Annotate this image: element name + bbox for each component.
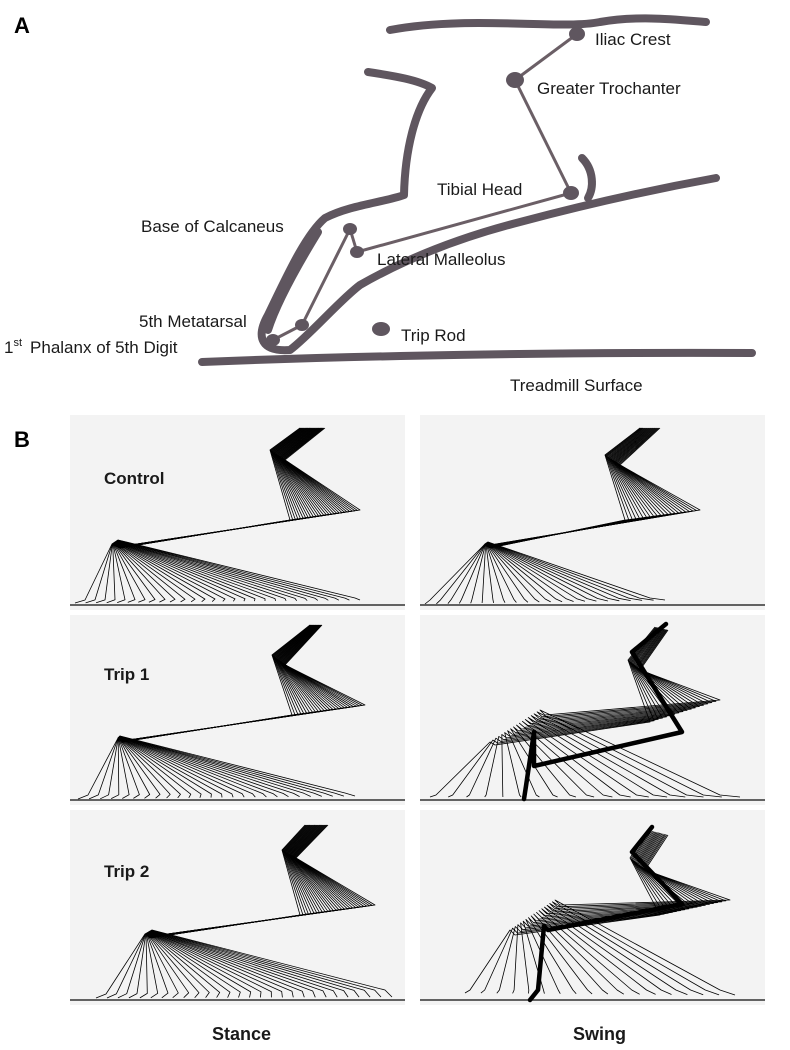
- fifth-metatarsal-label: 5th Metatarsal: [139, 312, 247, 331]
- lateral-malleolus-label: Lateral Malleolus: [377, 250, 506, 269]
- trip-rod-marker: [372, 322, 390, 336]
- shank-segment: [356, 191, 572, 254]
- stick-frame: [520, 830, 677, 994]
- stick-frame: [513, 628, 684, 798]
- panel-a: A Iliac: [4, 13, 756, 395]
- stick-frame: [119, 624, 366, 797]
- panel-b: B Control Trip 1 Trip 2 Stance Swing: [14, 415, 765, 1044]
- stick-frame: [530, 629, 708, 798]
- stick-frame: [151, 824, 393, 998]
- stick-figures-control-stance: [74, 427, 361, 604]
- pelvis-segment: [514, 32, 578, 82]
- stick-frame: [524, 628, 700, 798]
- stick-frame: [522, 628, 696, 798]
- first-phalanx-number: 1: [4, 338, 13, 357]
- highlighted-stick-frame: [527, 824, 685, 1003]
- stick-frame: [464, 829, 661, 994]
- row-label-trip2: Trip 2: [104, 862, 149, 881]
- panel-a-letter: A: [14, 13, 30, 38]
- stick-frame: [522, 831, 681, 994]
- stick-frame: [496, 830, 669, 994]
- cell-control-stance: [70, 415, 405, 610]
- stick-frame: [536, 832, 702, 995]
- row-label-trip1: Trip 1: [104, 665, 149, 684]
- landmark-labels: Iliac Crest Greater Trochanter Tibial He…: [4, 30, 681, 395]
- highlighted-stick-frame: [521, 621, 685, 802]
- stick-frame: [507, 627, 676, 798]
- stick-frame: [484, 627, 663, 798]
- thigh-segment: [513, 79, 573, 194]
- row-label-control: Control: [104, 469, 164, 488]
- cell-trip2-swing: [420, 810, 765, 1005]
- treadmill-surface-label: Treadmill Surface: [510, 376, 643, 395]
- column-label-swing: Swing: [573, 1024, 626, 1044]
- stick-frame: [519, 628, 692, 798]
- stick-frame: [448, 626, 657, 798]
- cell-trip1-stance: [70, 615, 405, 805]
- stick-frame: [528, 831, 690, 995]
- column-label-stance: Stance: [212, 1024, 271, 1044]
- stick-frame: [487, 427, 701, 601]
- foot-segment: [300, 228, 352, 326]
- stick-figures-trip2-swing: [464, 824, 736, 1003]
- stick-frame: [533, 629, 713, 798]
- stick-frame: [536, 629, 722, 798]
- panel-b-letter: B: [14, 427, 30, 452]
- stick-frame: [466, 627, 659, 798]
- stick-frame: [510, 627, 680, 798]
- stick-frame: [429, 626, 656, 798]
- markers: [266, 27, 585, 346]
- rat-hindlimb-outline: [198, 14, 756, 366]
- stick-frame: [538, 832, 706, 995]
- lateral-malleolus-marker: [350, 246, 364, 258]
- tibial-head-label: Tibial Head: [437, 180, 522, 199]
- stick-frame: [554, 834, 736, 996]
- fifth-metatarsal-marker: [295, 319, 309, 331]
- iliac-crest-marker: [569, 27, 585, 41]
- stick-frame: [541, 833, 710, 995]
- cell-trip1-swing: [420, 615, 765, 805]
- stick-frame: [552, 834, 727, 996]
- trip-rod-label: Trip Rod: [401, 326, 466, 345]
- stick-frame: [527, 629, 704, 798]
- stick-frame: [516, 628, 688, 798]
- stick-frame: [530, 832, 694, 995]
- stick-frame: [501, 627, 667, 798]
- stick-frame: [549, 834, 723, 996]
- first-phalanx-superscript: st: [13, 337, 22, 349]
- first-phalanx-marker: [266, 334, 280, 346]
- first-phalanx-label: 1st Phalanx of 5th Digit: [4, 337, 178, 357]
- stick-figures-trip1-stance: [77, 624, 366, 800]
- iliac-crest-label: Iliac Crest: [595, 30, 671, 49]
- greater-trochanter-label: Greater Trochanter: [537, 79, 681, 98]
- tibial-head-marker: [563, 186, 579, 200]
- stick-frame: [546, 833, 718, 995]
- stick-frame: [525, 831, 686, 994]
- stick-frame: [117, 427, 361, 601]
- stick-figures-trip1-swing: [429, 621, 741, 802]
- base-of-calcaneus-marker: [343, 223, 357, 235]
- stick-frame: [544, 833, 714, 995]
- base-of-calcaneus-label: Base of Calcaneus: [141, 217, 284, 236]
- stick-figures-trip2-stance: [95, 824, 393, 999]
- stick-frame: [539, 629, 741, 798]
- stick-figures-control-swing: [424, 427, 701, 605]
- greater-trochanter-marker: [506, 72, 524, 88]
- stick-frame: [512, 830, 673, 994]
- first-phalanx-text: Phalanx of 5th Digit: [30, 338, 178, 357]
- marker-segments: [272, 32, 578, 342]
- stick-frame: [533, 832, 698, 995]
